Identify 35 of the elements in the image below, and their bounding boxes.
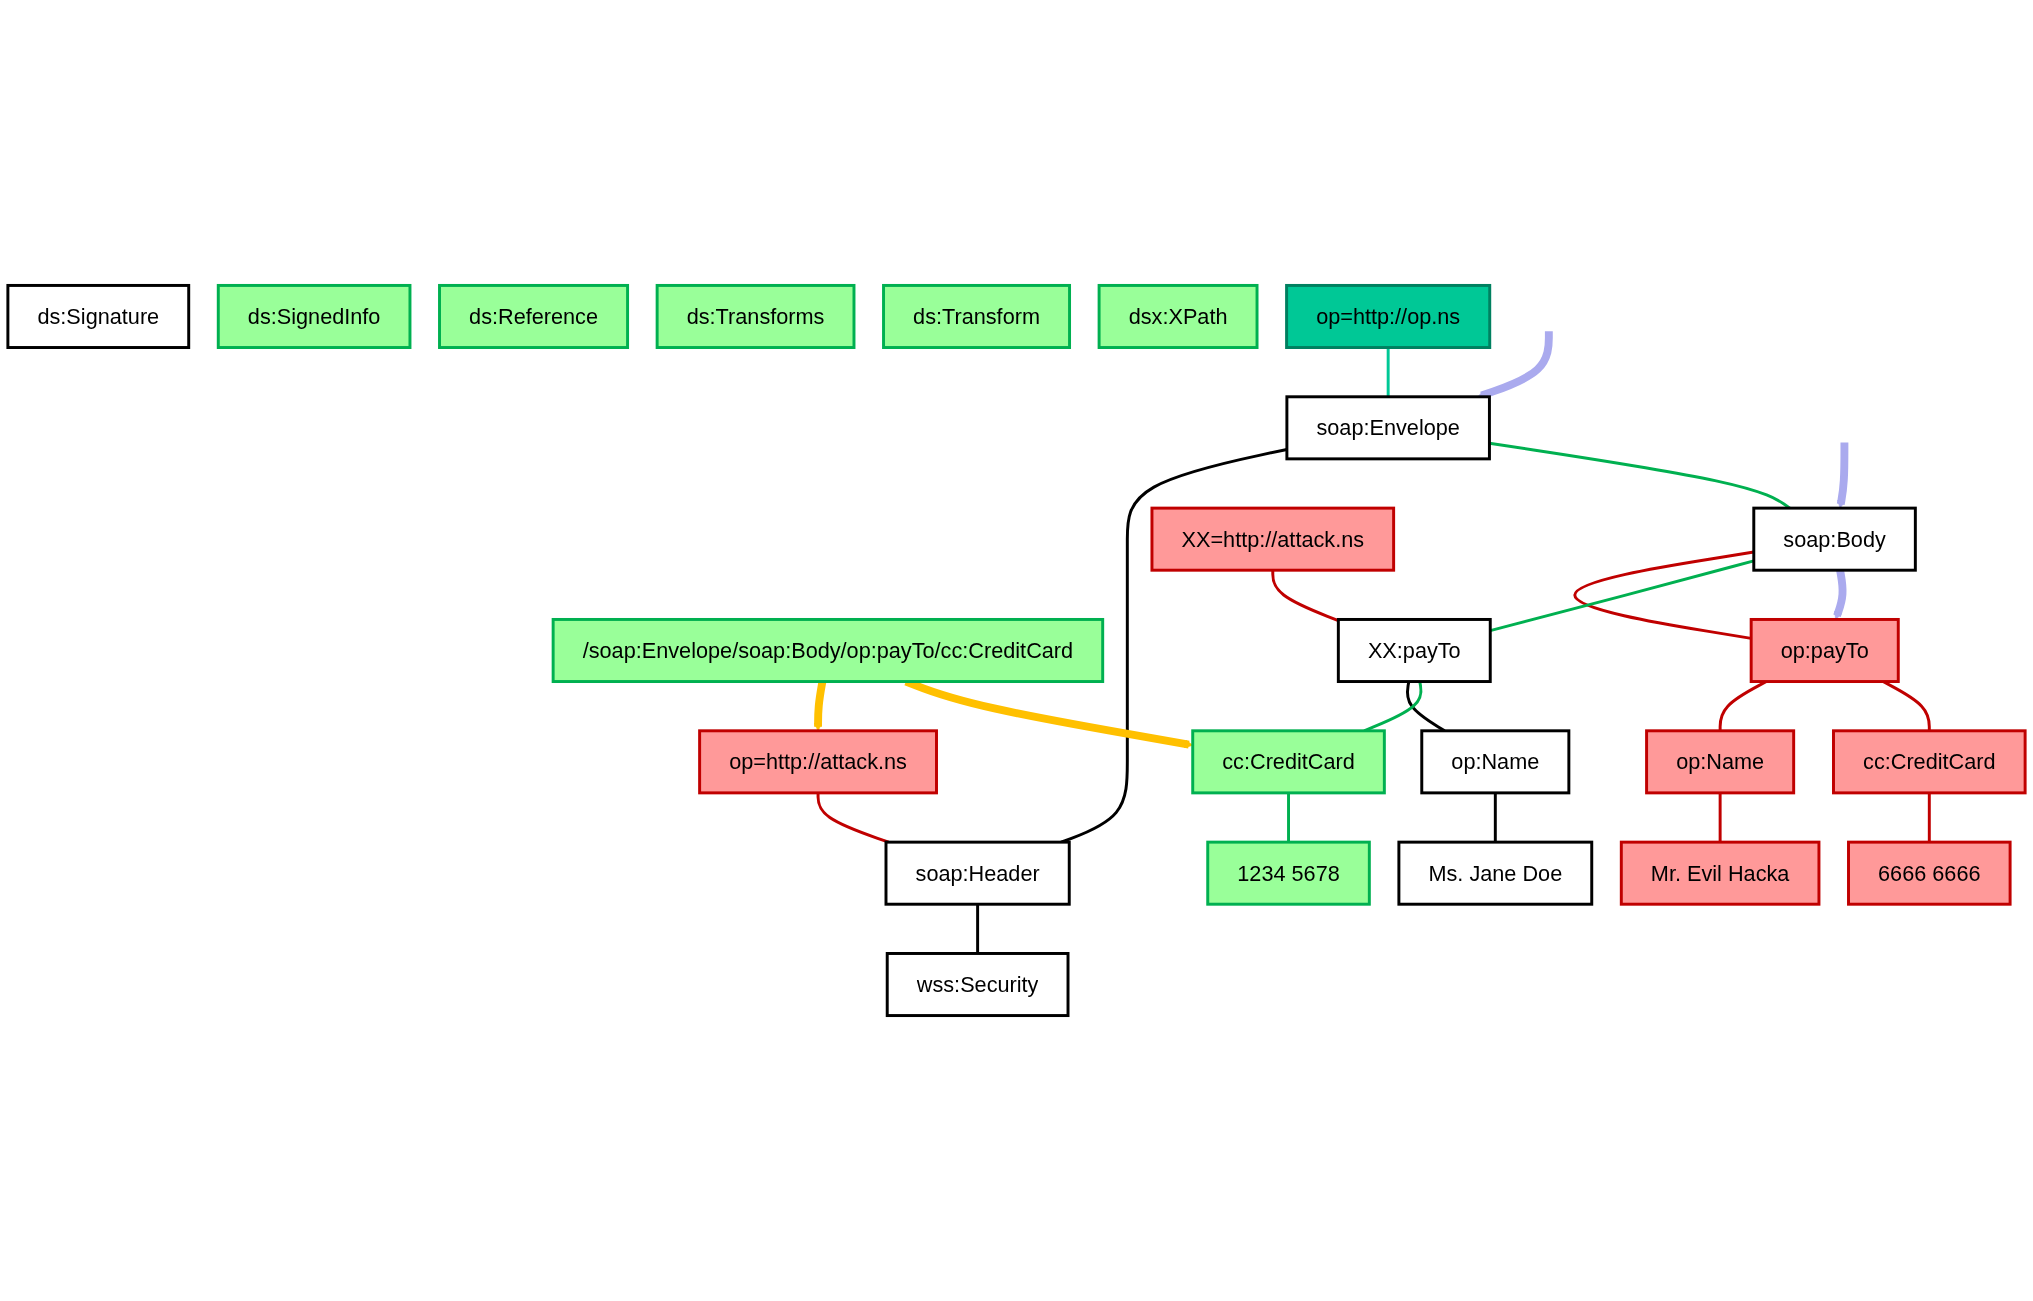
node-box: Ms. Jane Doe bbox=[1397, 840, 1594, 906]
node-box: /soap:Envelope/soap:Body/op:payTo/cc:CreditCard bbox=[551, 618, 1105, 683]
connector bbox=[1060, 448, 1288, 844]
node-box: Mr. Evil Hacka bbox=[1619, 840, 1821, 906]
connector bbox=[1927, 792, 1931, 843]
node-box: op=http://op.ns bbox=[1285, 283, 1492, 349]
node-box: 1234 5678 bbox=[1206, 840, 1371, 906]
connector bbox=[1271, 570, 1339, 622]
node-box: XX=http://attack.ns bbox=[1150, 506, 1396, 572]
arrow bbox=[1833, 569, 1847, 620]
node-box: op:Name bbox=[1420, 729, 1571, 795]
arrow bbox=[813, 680, 827, 732]
node-box: soap:Header bbox=[884, 840, 1071, 906]
node-box: ds:Transform bbox=[882, 283, 1071, 349]
connector bbox=[1386, 347, 1390, 397]
node-box: soap:Body bbox=[1752, 506, 1917, 572]
node-box: op:payTo bbox=[1749, 618, 1900, 683]
connector bbox=[816, 792, 890, 844]
node-box: dsx:XPath bbox=[1097, 283, 1259, 349]
node-box: op=http://attack.ns bbox=[698, 729, 938, 795]
node-box: ds:Signature bbox=[6, 283, 191, 349]
connector bbox=[1718, 792, 1722, 843]
node-box: wss:Security bbox=[885, 952, 1070, 1018]
node-box: op:Name bbox=[1645, 729, 1796, 795]
node-box: ds:SignedInfo bbox=[216, 283, 412, 349]
node-box: ds:Transforms bbox=[655, 283, 856, 349]
node-box: XX:payTo bbox=[1336, 618, 1492, 683]
connector bbox=[1287, 792, 1290, 843]
node-box: 6666 6666 bbox=[1847, 840, 2012, 906]
node-box: cc:CreditCard bbox=[1832, 729, 2027, 795]
connector bbox=[976, 904, 980, 954]
node-box: cc:CreditCard bbox=[1191, 729, 1386, 795]
connector bbox=[1493, 792, 1497, 843]
node-box: ds:Reference bbox=[438, 283, 630, 349]
node-box: soap:Envelope bbox=[1285, 395, 1491, 461]
